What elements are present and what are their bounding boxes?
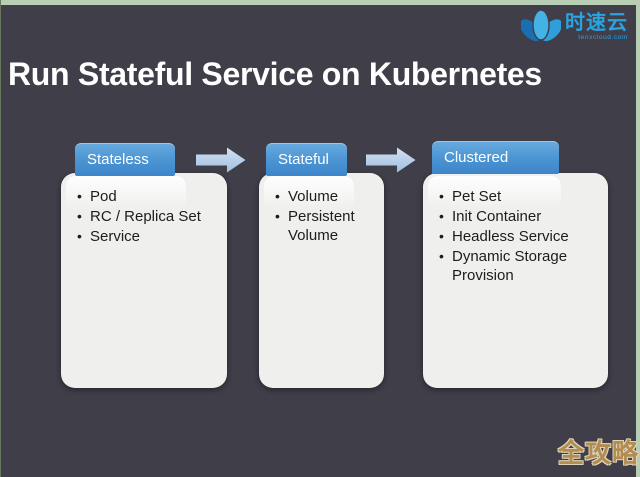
list-item: Pod (77, 187, 219, 206)
list-item: Headless Service (439, 227, 600, 246)
flow-arrow-icon (196, 147, 246, 173)
column-header-label: Stateless (87, 151, 149, 168)
list-item: Persistent Volume (275, 207, 376, 245)
frame-border-top (0, 0, 640, 5)
list-item: Pet Set (439, 187, 600, 206)
card-stateless: Pod RC / Replica Set Service (61, 173, 227, 388)
page-title: Run Stateful Service on Kubernetes (8, 56, 542, 92)
stateless-item-list: Pod RC / Replica Set Service (77, 187, 219, 246)
list-item: Init Container (439, 207, 600, 226)
cloud-icon (521, 9, 561, 43)
logo-text: 时速云 tenxcloud.com (565, 9, 628, 42)
clustered-item-list: Pet Set Init Container Headless Service … (439, 187, 600, 285)
watermark: 全攻略 (557, 438, 639, 468)
column-header-stateful: Stateful (266, 143, 347, 176)
column-header-label: Stateful (278, 151, 329, 168)
list-item: Dynamic Storage Provision (439, 247, 600, 285)
flow-arrow-icon (366, 147, 416, 173)
card-stateful: Volume Persistent Volume (259, 173, 384, 388)
card-clustered: Pet Set Init Container Headless Service … (423, 173, 608, 388)
column-header-stateless: Stateless (75, 143, 175, 176)
stateful-item-list: Volume Persistent Volume (275, 187, 376, 245)
list-item: Volume (275, 187, 376, 206)
logo-domain: tenxcloud.com (578, 34, 628, 41)
column-header-clustered: Clustered (432, 141, 559, 174)
list-item: RC / Replica Set (77, 207, 219, 226)
list-item: Service (77, 227, 219, 246)
frame-border-right (636, 0, 640, 477)
logo-name: 时速云 (565, 12, 628, 34)
column-header-label: Clustered (444, 149, 509, 166)
brand-logo: 时速云 tenxcloud.com (521, 9, 628, 45)
frame-border-left (0, 0, 1, 477)
